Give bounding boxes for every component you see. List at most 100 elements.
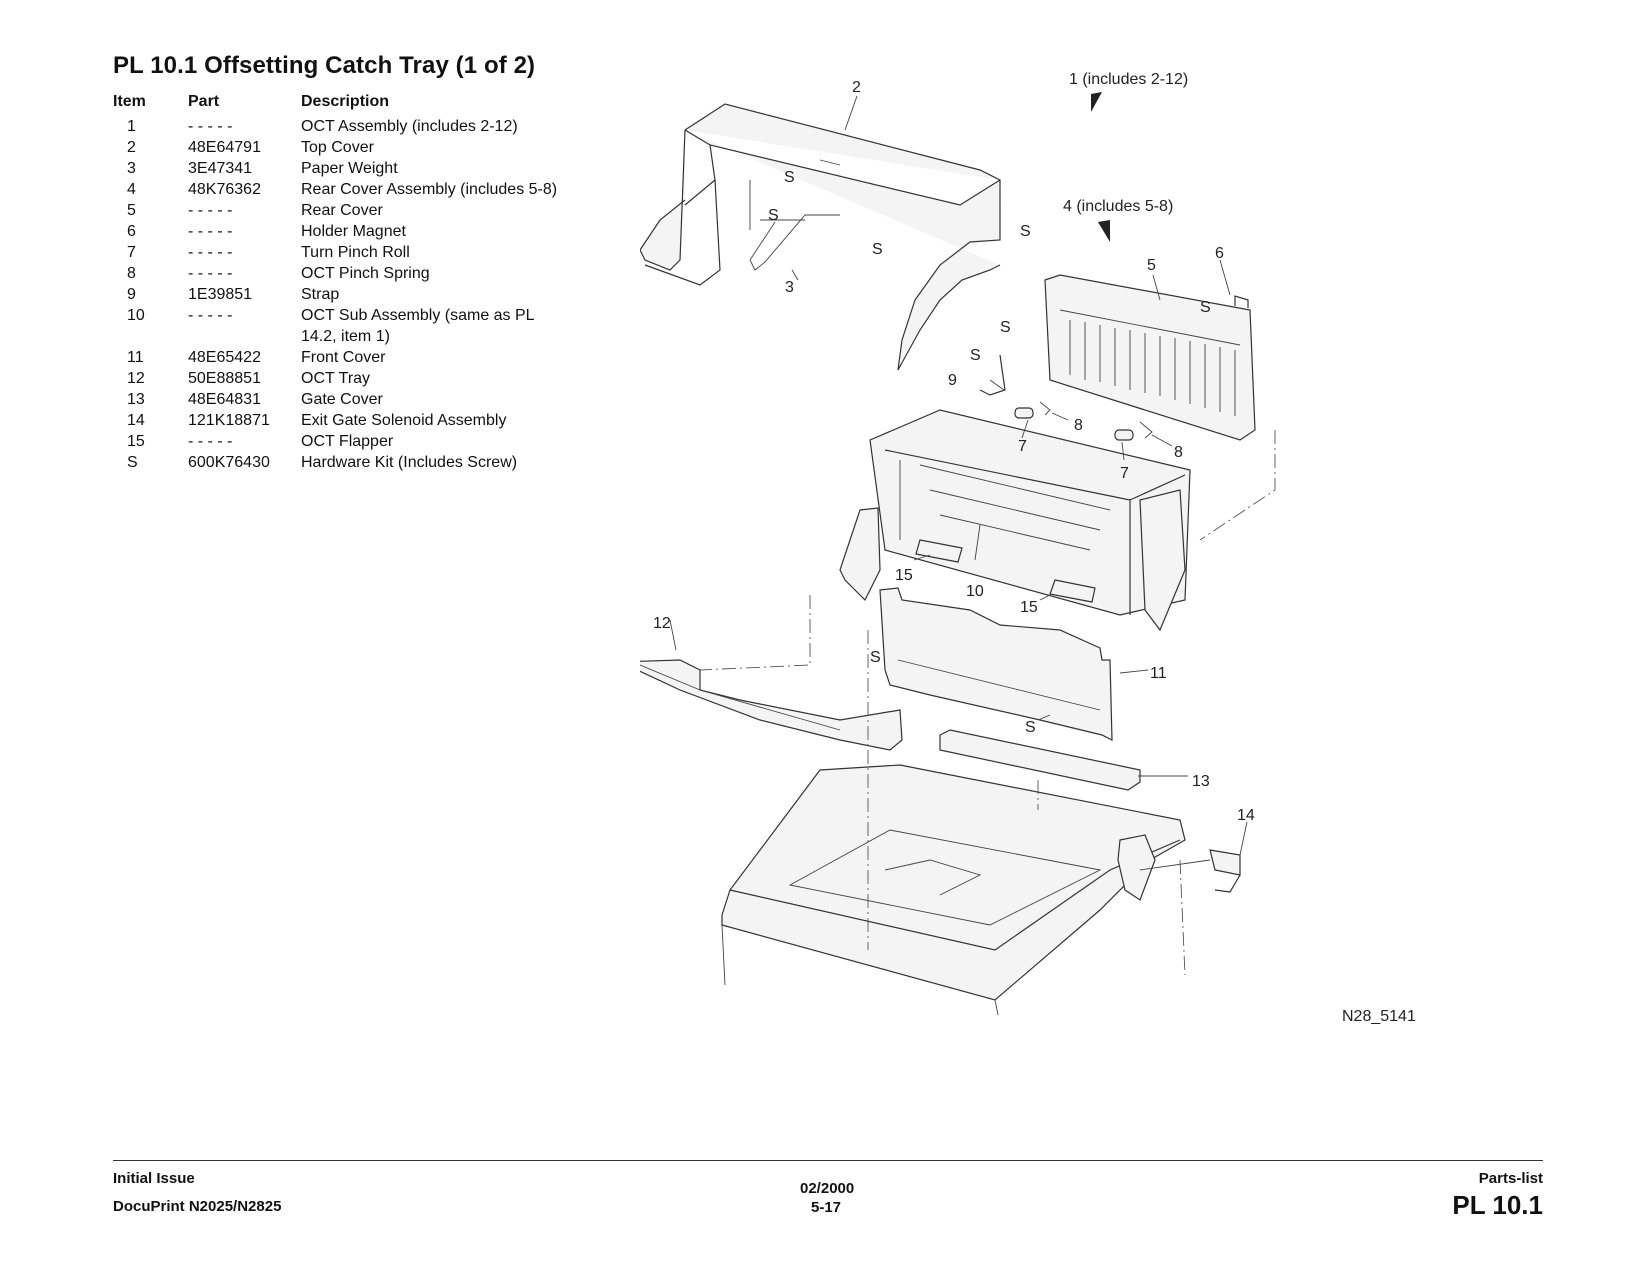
cell-item: 12 [127, 370, 145, 387]
callout-9: 9 [948, 372, 957, 389]
cell-item: 4 [127, 181, 136, 198]
table-row: S 600K76430 Hardware Kit (Includes Screw) [113, 452, 563, 473]
cell-item: 13 [127, 391, 145, 408]
cell-description: Rear Cover [301, 202, 383, 219]
cell-description: OCT Flapper [301, 433, 394, 450]
cell-item: 15 [127, 433, 145, 450]
callout-11: 11 [1150, 665, 1167, 682]
flapper-left-drawing [915, 539, 963, 563]
cell-item: 5 [127, 202, 136, 219]
cell-item: 11 [127, 349, 144, 366]
cell-part: - - - - - [188, 433, 233, 450]
cell-part: 48K76362 [188, 181, 261, 198]
pinch-roll-drawing [1014, 401, 1153, 441]
callout-leaders [669, 95, 1248, 856]
cell-part: 48E64831 [188, 391, 261, 408]
cell-part: - - - - - [188, 118, 233, 135]
figure-id: N28_5141 [1342, 1008, 1416, 1025]
cell-part: 121K18871 [188, 412, 270, 429]
callout-6: 6 [1215, 245, 1224, 262]
callout-1: 1 (includes 2-12) [1069, 71, 1188, 88]
callout-screw: S [1000, 319, 1011, 336]
callout-screw: S [1200, 299, 1211, 316]
cell-description: Rear Cover Assembly (includes 5-8) [301, 181, 558, 198]
cell-description: Hardware Kit (Includes Screw) [301, 454, 518, 471]
callout-7b: 7 [1120, 465, 1129, 482]
table-row: 12 50E88851 OCT Tray [113, 368, 563, 389]
flapper-right-drawing [1049, 579, 1096, 603]
cell-description: OCT Pinch Spring [301, 265, 430, 282]
table-row: 7 - - - - - Turn Pinch Roll [113, 242, 563, 263]
callout-1-arrow [1091, 92, 1102, 112]
printer-base-drawing [721, 764, 1186, 1016]
callout-4: 4 (includes 5-8) [1063, 198, 1173, 215]
cell-description: OCT Tray [301, 370, 371, 387]
exit-gate-solenoid-drawing [1117, 834, 1241, 901]
cell-part: - - - - - [188, 202, 233, 219]
callout-7a: 7 [1018, 438, 1027, 455]
cell-item: 10 [127, 307, 145, 324]
header-part: Part [188, 93, 220, 110]
callout-12: 12 [653, 615, 671, 632]
callout-15b: 15 [1020, 599, 1038, 616]
table-header-row: Item Part Description [113, 88, 563, 116]
rear-cover-drawing [1044, 274, 1256, 441]
cell-description: OCT Assembly (includes 2-12) [301, 118, 518, 135]
callout-14: 14 [1237, 807, 1255, 824]
callout-screw: S [1025, 719, 1036, 736]
cell-part: 600K76430 [188, 454, 270, 471]
header-item: Item [113, 93, 146, 110]
cell-description: Exit Gate Solenoid Assembly [301, 412, 507, 429]
cell-part: 48E64791 [188, 139, 261, 156]
oct-sub-assembly-drawing [839, 409, 1191, 632]
cell-description: Gate Cover [301, 391, 383, 408]
cell-part: 3E47341 [188, 160, 253, 177]
oct-tray-drawing [640, 659, 903, 751]
strap-drawing [979, 354, 1006, 396]
callout-10: 10 [966, 583, 984, 600]
top-cover-drawing [640, 103, 1001, 371]
cell-item: S [127, 454, 138, 471]
footer-pl-number: PL 10.1 [1452, 1190, 1543, 1220]
cell-description: Holder Magnet [301, 223, 406, 240]
cell-item: 7 [127, 244, 136, 261]
callout-screw: S [1020, 223, 1031, 240]
cell-description: Top Cover [301, 139, 374, 156]
callout-screw: S [784, 169, 795, 186]
callout-15a: 15 [895, 567, 913, 584]
table-row: 6 - - - - - Holder Magnet [113, 221, 563, 242]
front-cover-drawing [879, 587, 1113, 741]
cell-item: 14 [127, 412, 145, 429]
cell-part: - - - - - [188, 244, 233, 261]
footer-section: Parts-list [1478, 1170, 1543, 1187]
callout-screw: S [870, 649, 881, 666]
cell-description: Strap [301, 286, 340, 303]
exploded-parts-diagram: 2 3 1 (includes 2-12) 4 (includes 5-8) 5… [640, 71, 1416, 1025]
callout-8b: 8 [1174, 444, 1183, 461]
callout-3: 3 [785, 279, 794, 296]
cell-description: Paper Weight [301, 160, 398, 177]
footer-page-number: 5-17 [811, 1199, 842, 1216]
cell-part: - - - - - [188, 265, 233, 282]
callout-2: 2 [852, 79, 861, 96]
footer-product: DocuPrint N2025/N2825 [113, 1198, 282, 1215]
table-row: 8 - - - - - OCT Pinch Spring [113, 263, 563, 284]
cell-description: OCT Sub Assembly (same as PL 14.2, item … [301, 307, 534, 345]
cell-item: 2 [127, 139, 136, 156]
footer-issue: Initial Issue [113, 1170, 195, 1187]
cell-part: 48E65422 [188, 349, 261, 366]
cell-item: 8 [127, 265, 136, 282]
table-row: 14 121K18871 Exit Gate Solenoid Assembly [113, 410, 563, 431]
callout-screw: S [768, 207, 779, 224]
callout-5: 5 [1147, 257, 1156, 274]
cell-item: 1 [127, 118, 136, 135]
cell-description: Turn Pinch Roll [301, 244, 410, 261]
table-row: 2 48E64791 Top Cover [113, 137, 563, 158]
cell-part: - - - - - [188, 223, 233, 240]
table-row: 1 - - - - - OCT Assembly (includes 2-12) [113, 116, 563, 137]
cell-part: 1E39851 [188, 286, 253, 303]
cell-item: 6 [127, 223, 136, 240]
cell-part: 50E88851 [188, 370, 261, 387]
